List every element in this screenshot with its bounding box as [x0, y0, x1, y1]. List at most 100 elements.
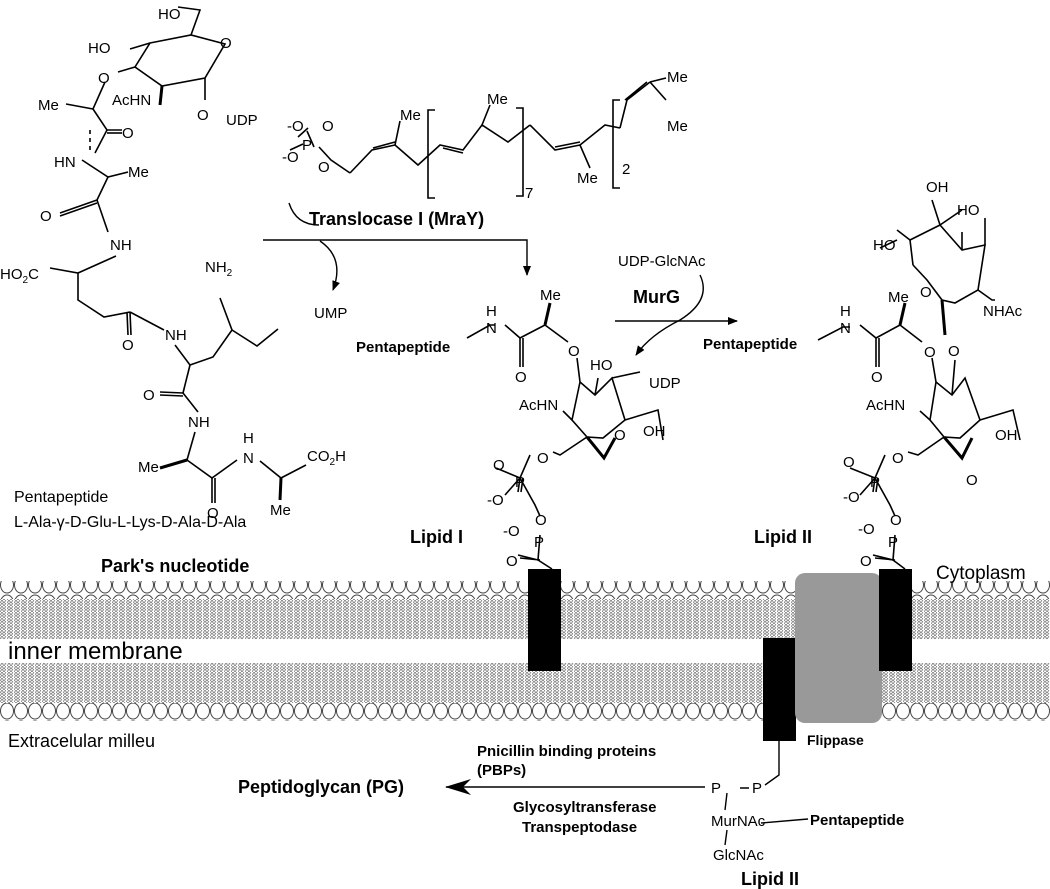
- prenyl-me2: Me: [487, 91, 508, 108]
- lipid-ii-dbl-o1: O: [843, 454, 855, 471]
- lipid-ii-structure: [817, 199, 1021, 570]
- parks-link-o: O: [98, 70, 110, 87]
- lipid-i-n: N: [486, 320, 497, 337]
- parks-me1: Me: [38, 97, 59, 114]
- lipid-ii-p2: P: [888, 534, 898, 551]
- prenyl-me1: Me: [400, 107, 421, 124]
- parks-achn: AcHN: [112, 92, 151, 109]
- parks-udp: UDP: [226, 112, 258, 129]
- lipid-i-dbl-o2: O: [506, 553, 518, 570]
- lipid-ii-oh1: OH: [926, 179, 949, 196]
- parks-nucleotide-title: Park's nucleotide: [101, 556, 249, 576]
- lipid-i-structure: [466, 302, 664, 570]
- udp-glcnac-label: UDP-GlcNAc: [618, 253, 706, 270]
- lipid-i-anchor: [528, 569, 561, 671]
- lipid-i-p2: P: [534, 534, 544, 551]
- lipid-ii-labels: OH HO HO O NHAc Pentapeptide H N Me O O …: [703, 179, 1023, 570]
- lipid-ii-n: N: [840, 320, 851, 337]
- lipid-ii-p1: P: [870, 474, 880, 491]
- lipid-ii-p1-o: O: [892, 450, 904, 467]
- inner-membrane-label: inner membrane: [8, 638, 183, 665]
- lipid-ii-schematic: [724, 741, 809, 846]
- parks-nucleotide-labels: HO HO O O AcHN O UDP Me O HN Me O NH HO2…: [0, 6, 346, 522]
- lipid-ii-top-ring-o: O: [920, 284, 932, 301]
- prenyl-o-minus-top: -O: [287, 118, 304, 135]
- lipid-ii-achn: AcHN: [866, 397, 905, 414]
- prenyl-o-dbl: O: [322, 118, 334, 135]
- parks-me4: Me: [270, 502, 291, 519]
- flippase-protein: [795, 573, 882, 723]
- parks-nh2-amine: NH2: [205, 259, 233, 279]
- lipid-i-o-minus1: -O: [487, 492, 504, 509]
- transpeptidase-label: Transpeptodase: [522, 819, 637, 836]
- lipid-ii-glyc-o: O: [948, 343, 960, 360]
- lipid-i-p1: P: [515, 474, 525, 491]
- flippase-label: Flippase: [807, 732, 864, 748]
- lipid-ii-o-minus2: -O: [858, 521, 875, 538]
- prenyl-o-minus-mid: -O: [282, 149, 299, 166]
- lipid-i-p1-o: O: [537, 450, 549, 467]
- lipid-i-me: Me: [540, 287, 561, 304]
- schematic-p1: P: [711, 780, 721, 797]
- parks-h5: H: [243, 430, 254, 447]
- pbp-label-2: (PBPs): [477, 762, 526, 779]
- parks-nh3: NH: [165, 327, 187, 344]
- schematic-lipid-ii-title: Lipid II: [741, 869, 799, 889]
- parks-o2: O: [122, 337, 134, 354]
- prenyl-sub2: 2: [622, 161, 630, 178]
- membrane-inner-heads: [0, 703, 1050, 721]
- parks-ho-top: HO: [158, 6, 181, 23]
- ump-label: UMP: [314, 305, 347, 322]
- lipid-ii-oh: OH: [995, 427, 1018, 444]
- translocase-main-arrow: [263, 239, 531, 276]
- murg-label: MurG: [633, 287, 680, 307]
- parks-carbonyl-o: O: [122, 125, 134, 142]
- membrane-outer-heads: [0, 581, 1050, 599]
- schematic-glcnac: GlcNAc: [713, 847, 764, 864]
- pbp-label-1: Pnicillin binding proteins: [477, 743, 656, 760]
- glycosyltransferase-label: Glycosyltransferase: [513, 799, 656, 816]
- pentapeptide-caption: Pentapeptide: [14, 489, 108, 506]
- extracellular-label: Extracelular milleu: [8, 731, 155, 751]
- ump-release-arrow: [319, 240, 340, 291]
- lipid-i-ho: HO: [590, 357, 613, 374]
- translocase-arc-arrow: [288, 202, 320, 226]
- lipid-i-link-o: O: [568, 343, 580, 360]
- parks-hn: HN: [54, 154, 76, 171]
- lipid-ii-h: H: [840, 303, 851, 320]
- prenyl-me-top: Me: [667, 69, 688, 86]
- parks-nucleotide-structure: [49, 6, 307, 503]
- parks-amide-o: O: [40, 208, 52, 225]
- lipid-ii-amide-o: O: [871, 369, 883, 386]
- lipid-i-bridge-o: O: [535, 512, 547, 529]
- parks-ring-o: O: [220, 35, 232, 52]
- parks-ho-left: HO: [88, 40, 111, 57]
- prenyl-p: P: [302, 137, 312, 154]
- lipid-i-o-minus2: -O: [503, 523, 520, 540]
- lipid-i-ring-o: O: [614, 427, 626, 444]
- lipid-ii-dbl-o2: O: [860, 553, 872, 570]
- prenyl-o-ester: O: [318, 159, 330, 176]
- udp-label: UDP: [649, 375, 681, 392]
- parks-o4: O: [207, 505, 219, 522]
- translocase-label: Translocase I (MraY): [309, 209, 484, 229]
- lipid-ii-ring-o: O: [966, 472, 978, 489]
- lipid-i-dbl-o1: O: [493, 457, 505, 474]
- prenyl-sub7: 7: [525, 185, 533, 202]
- lipid-i-achn: AcHN: [519, 397, 558, 414]
- lipid-ii-anchor-upper: [879, 569, 912, 671]
- lipid-i-amide-o: O: [515, 369, 527, 386]
- cytoplasm-label: Cytoplasm: [936, 563, 1026, 584]
- parks-o3: O: [143, 387, 155, 404]
- lipid-ii-nhac: NHAc: [983, 303, 1023, 320]
- lipid-i-title: Lipid I: [410, 527, 463, 547]
- peptidoglycan-label: Peptidoglycan (PG): [238, 777, 404, 797]
- undecaprenyl-phosphate-structure: [289, 77, 667, 199]
- lipid-ii-me: Me: [888, 289, 909, 306]
- lipid-i-labels: Pentapeptide H N Me O O HO AcHN OH O O O…: [356, 287, 666, 570]
- schematic-pentapeptide: Pentapeptide: [810, 812, 904, 829]
- parks-ho2c: HO2C: [0, 266, 39, 286]
- lipid-ii-o-minus1: -O: [843, 489, 860, 506]
- lipid-i-oh: OH: [643, 423, 666, 440]
